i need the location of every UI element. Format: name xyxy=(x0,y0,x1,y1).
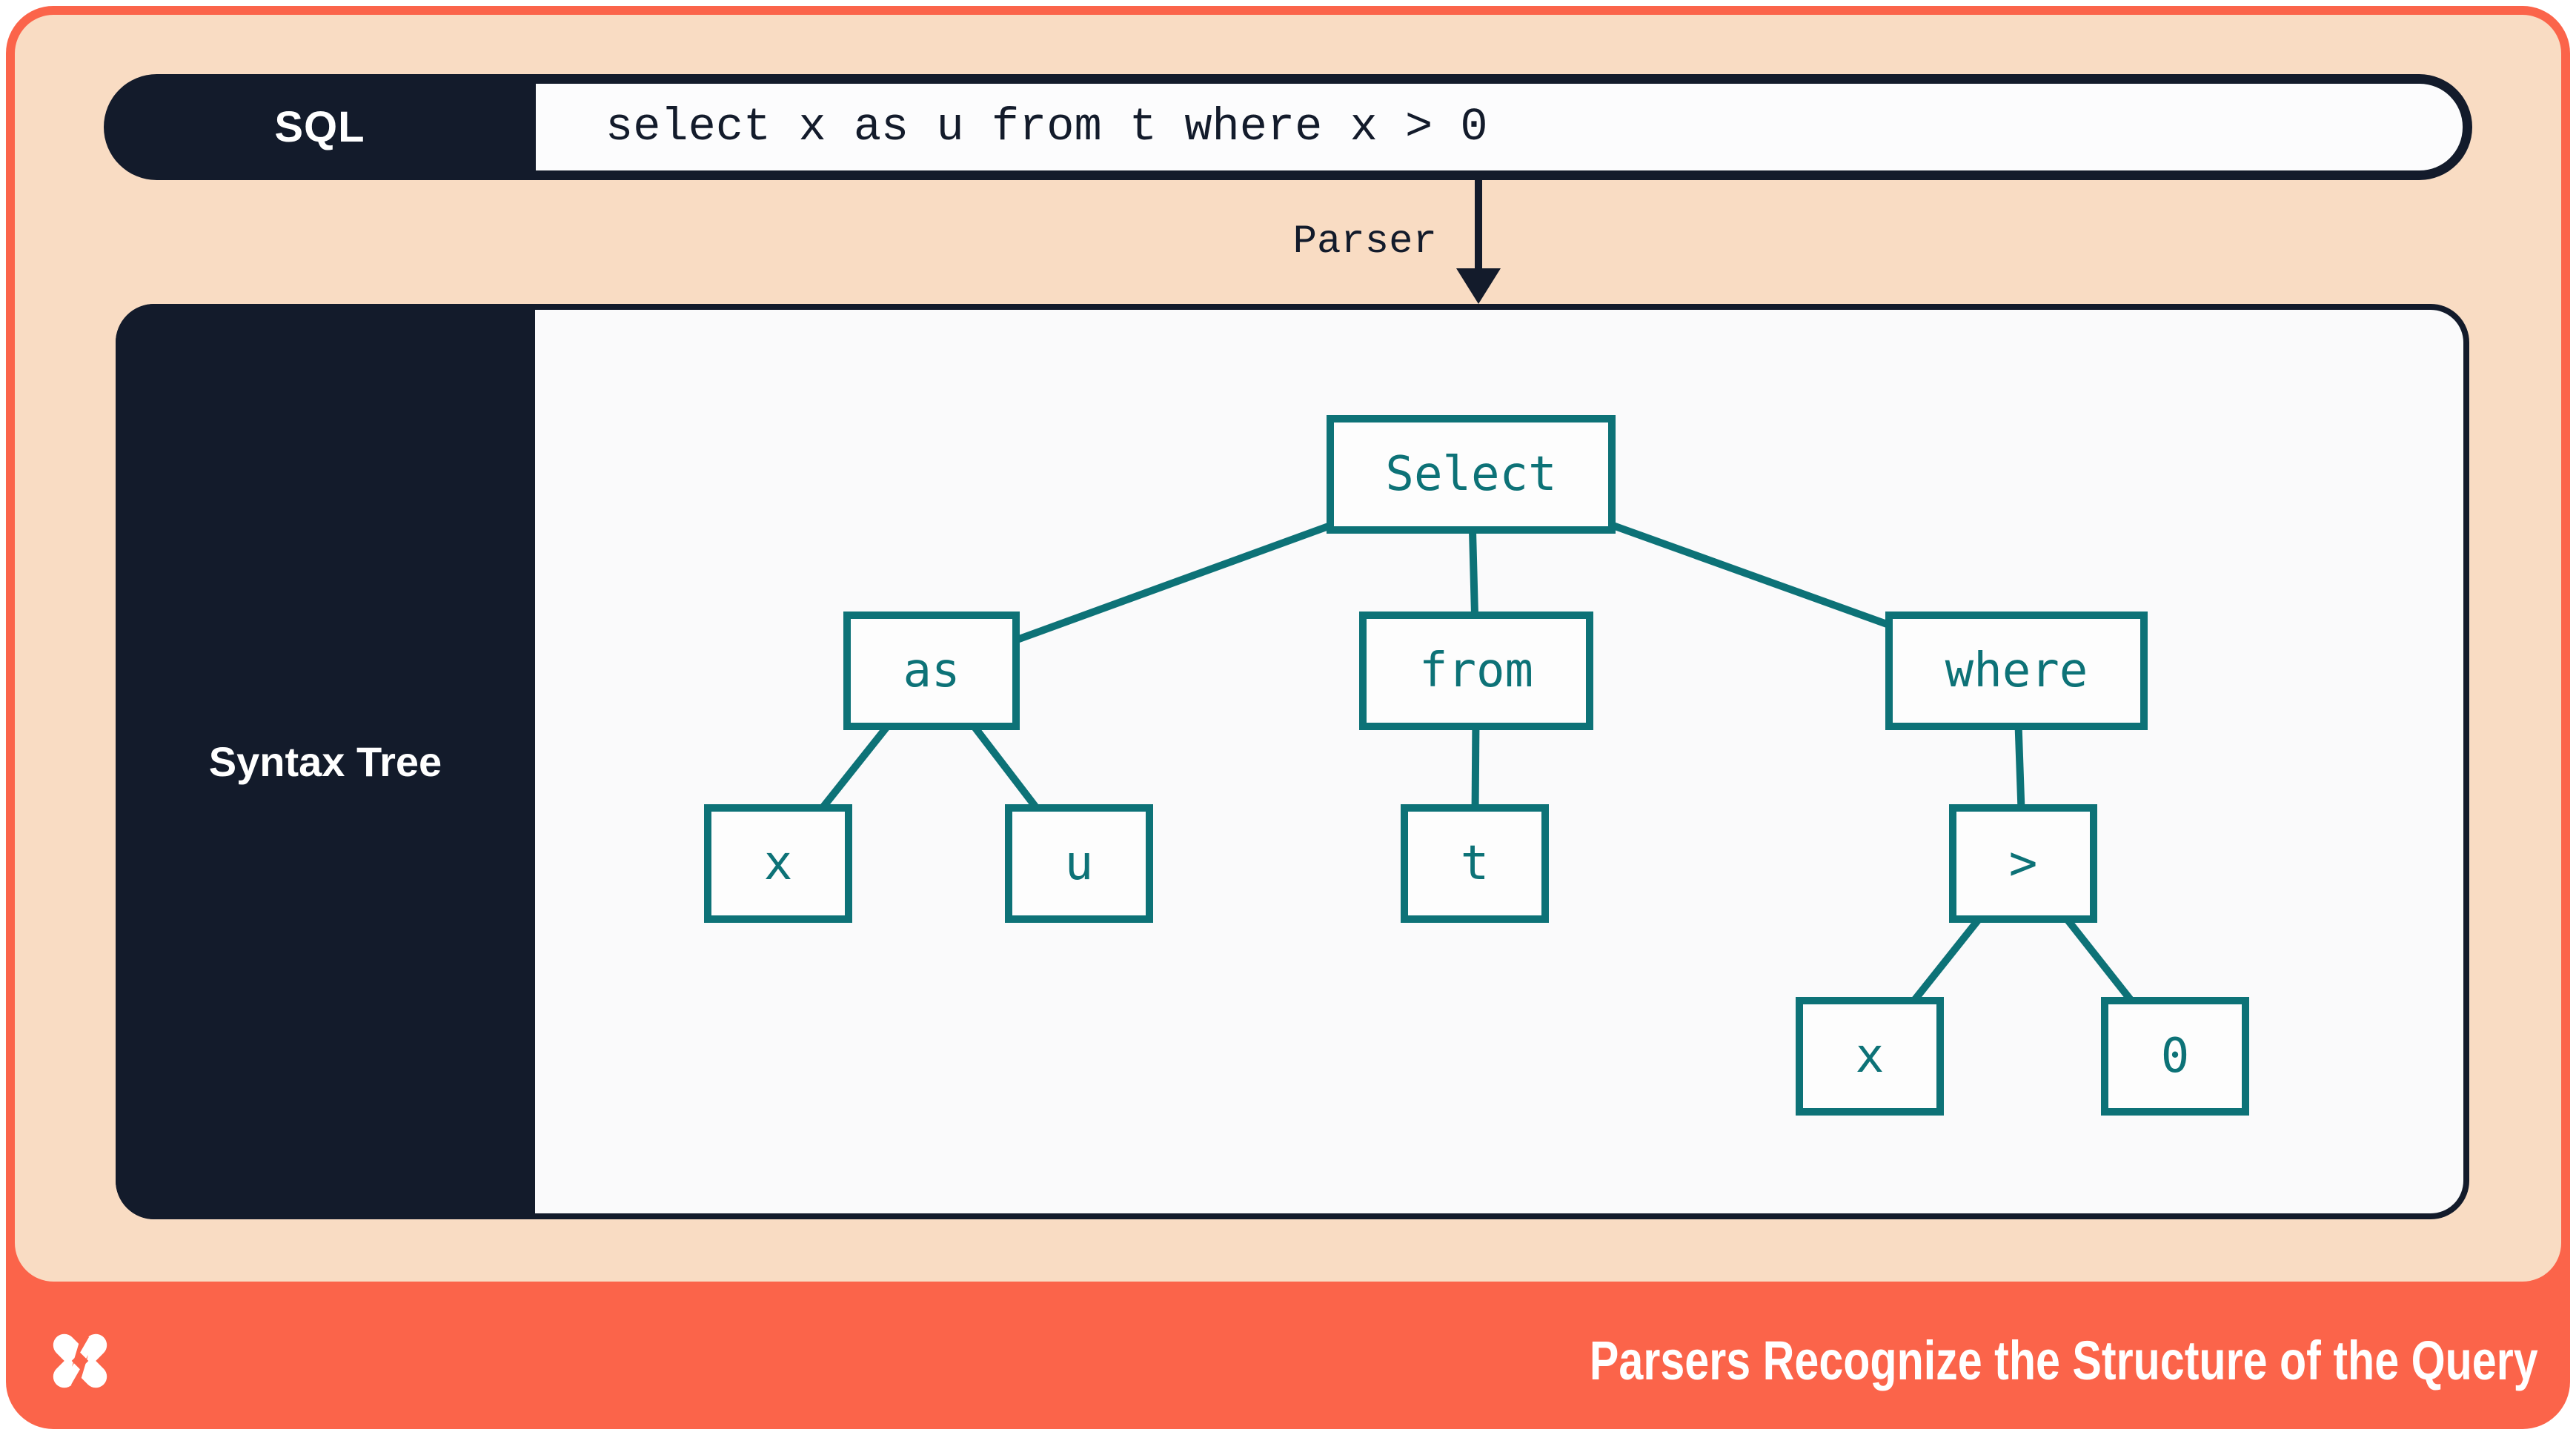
tree-node-gt: > xyxy=(1949,804,2097,923)
tree-node-box xyxy=(843,612,1020,730)
tree-node-label: where xyxy=(1945,643,2088,698)
sql-query-text: select x as u from t where x > 0 xyxy=(605,101,1488,153)
tree-node-zero: 0 xyxy=(2101,997,2249,1116)
tree-node-where: where xyxy=(1885,612,2148,730)
tree-node-u: u xyxy=(1005,804,1153,923)
sql-row-label: SQL xyxy=(274,103,365,151)
tree-node-box xyxy=(1885,612,2148,730)
tree-node-label: Select xyxy=(1385,447,1556,502)
tree-node-label: as xyxy=(903,643,960,698)
tree-node-box xyxy=(2101,997,2249,1116)
tree-node-box xyxy=(1949,804,2097,923)
tree-node-label: 0 xyxy=(2161,1029,2190,1084)
sql-row: SQL select x as u from t where x > 0 xyxy=(104,74,2472,180)
tree-node-x1: x xyxy=(704,804,852,923)
syntax-tree-panel: Syntax Tree Select as from where x u t > x 0 xyxy=(116,304,2469,1219)
tree-node-label: u xyxy=(1065,836,1094,891)
syntax-tree-diagram: Select as from where x u t > x 0 xyxy=(704,415,2249,1116)
tree-node-box xyxy=(1401,804,1549,923)
tree-node-label: x xyxy=(1856,1029,1885,1084)
tree-node-box xyxy=(1359,612,1593,730)
tree-node-select: Select xyxy=(1327,415,1616,534)
tree-node-as: as xyxy=(843,612,1020,730)
dolt-logo-icon xyxy=(53,1332,107,1390)
footer-title: Parsers Recognize the Structure of the Q… xyxy=(1590,1330,2538,1391)
sql-query-field: select x as u from t where x > 0 xyxy=(536,84,2463,170)
tree-node-x2: x xyxy=(1796,997,1944,1116)
syntax-tree-label: Syntax Tree xyxy=(208,738,442,785)
tree-node-box xyxy=(1005,804,1153,923)
tree-node-label: > xyxy=(2009,836,2038,891)
tree-node-box xyxy=(1796,997,1944,1116)
syntax-tree-sidebar: Syntax Tree xyxy=(116,304,535,1219)
tree-node-box xyxy=(704,804,852,923)
tree-node-label: x xyxy=(764,836,793,891)
arrow-down-icon xyxy=(1456,268,1501,304)
parser-arrow-line xyxy=(1475,180,1482,271)
tree-node-from: from xyxy=(1359,612,1593,730)
tree-node-label: from xyxy=(1419,643,1533,698)
parser-label: Parser xyxy=(1292,219,1437,265)
tree-node-t: t xyxy=(1401,804,1549,923)
tree-node-label: t xyxy=(1461,836,1490,891)
tree-node-box xyxy=(1327,415,1616,534)
